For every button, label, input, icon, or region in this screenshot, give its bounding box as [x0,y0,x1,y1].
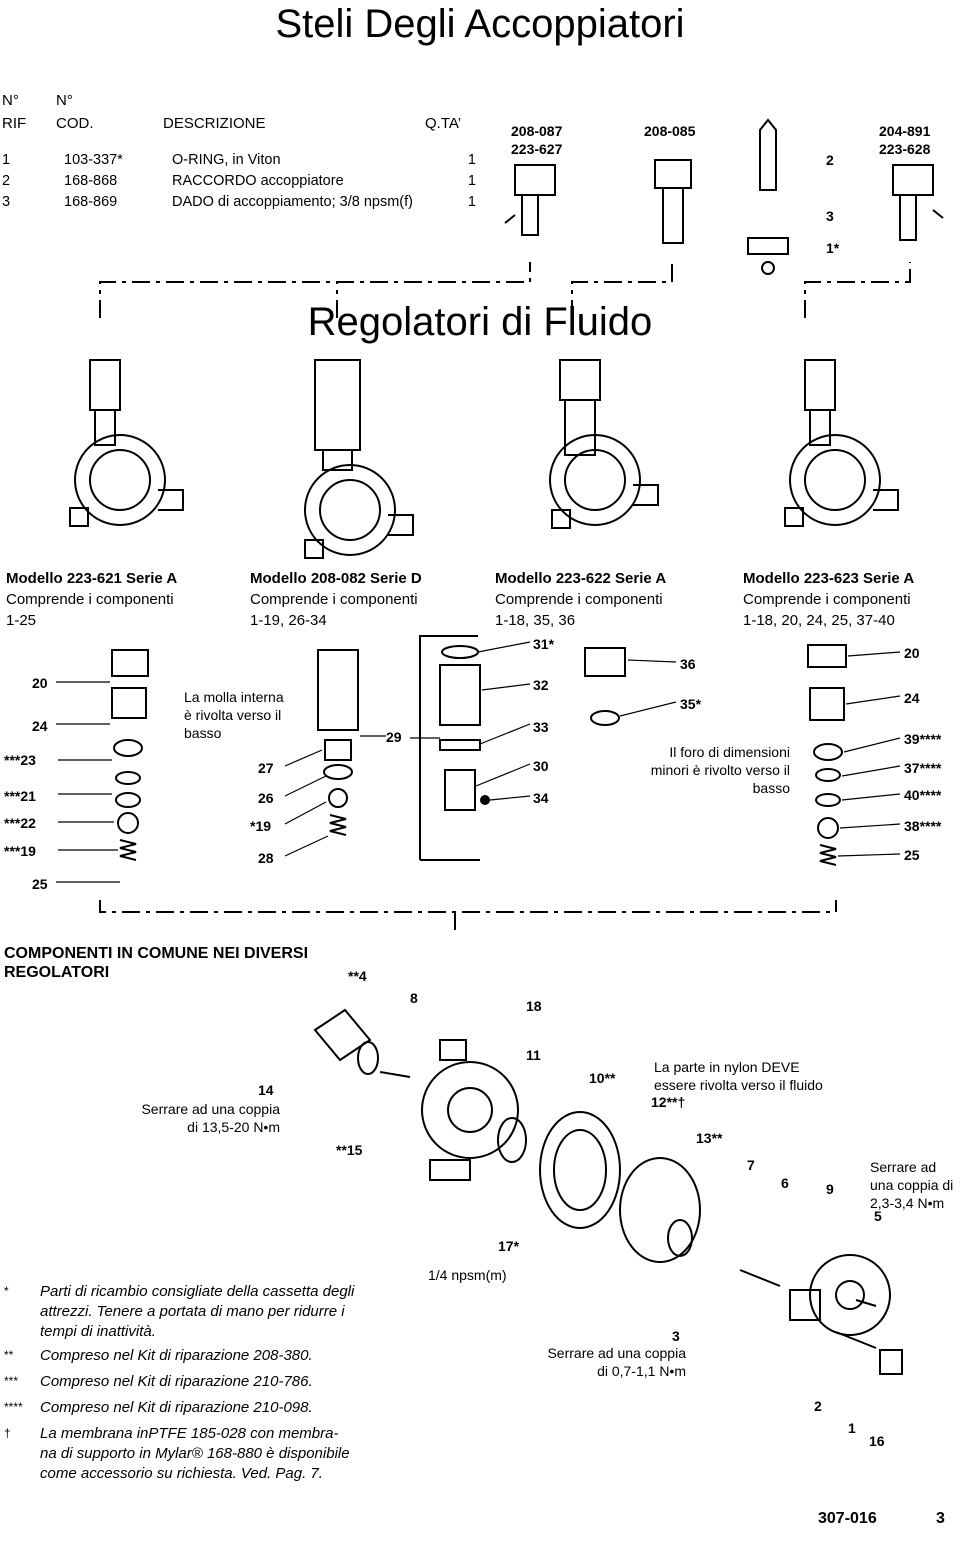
footnote: * Parti di ricambio consigliate della ca… [4,1283,355,1340]
callout-label: 34 [533,790,549,806]
callout-label: 25 [904,847,920,863]
callout-label: **4 [348,968,367,984]
callout-label: 7 [747,1157,755,1173]
callout-label: 3 [672,1328,680,1344]
callout-label: 13** [696,1130,723,1146]
callout-label: 12**† [651,1094,686,1110]
callout-label: 14 [258,1082,274,1098]
callout-label: ***23 [4,752,36,768]
callout-label: 10** [589,1070,616,1086]
callout-label: 24 [904,690,920,706]
coupler-part-number: 208-085 [644,123,696,139]
callout-label: 35* [680,696,702,712]
callout-label: 3 [826,208,834,224]
callout-label: 27 [258,760,274,776]
callout-label: 24 [32,718,48,734]
callout-label: ***21 [4,788,36,804]
document-number: 307-016 [818,1510,877,1527]
callout-label: 8 [410,990,418,1006]
callout-label: 30 [533,758,549,774]
table-header-desc: DESCRIZIONE [163,115,266,132]
callout-label: 16 [869,1433,885,1449]
callout-label: 28 [258,850,274,866]
callout-label: 1* [826,240,840,256]
footnote: † La membrana inPTFE 185-028 con membra-… [4,1425,350,1482]
callout-label: 11 [526,1047,541,1063]
regulator-body-icon [69,359,899,559]
callout-label: ***19 [4,843,36,859]
callout-label: 2 [826,152,834,168]
footnotes: * Parti di ricambio consigliate della ca… [4,1282,424,1488]
page-number: 3 [936,1510,945,1527]
callout-label: 29 [386,729,402,745]
callout-label: 17* [498,1238,520,1254]
callout-label: 40**** [904,787,942,803]
callout-label: 26 [258,790,274,806]
section-title: Regolatori di Fluido [307,300,653,344]
footnote: ** Compreso nel Kit di riparazione 208-3… [4,1347,313,1364]
callout-label: 32 [533,677,549,693]
callout-label: 31* [533,636,555,652]
table-header-rif-top: N° [2,92,19,109]
table-header-rif: RIF [2,115,27,132]
callout-label: 6 [781,1175,789,1191]
callout-label: 37**** [904,760,942,776]
callout-label: 36 [680,656,696,672]
callout-label: 1 [848,1420,856,1436]
coupler-stem-icon [504,118,944,275]
footnote: *** Compreso nel Kit di riparazione 210-… [4,1373,313,1390]
callout-label: 38**** [904,818,942,834]
callout-label: **15 [336,1142,363,1158]
callout-label: 18 [526,998,542,1014]
callout-label: 2 [814,1398,822,1414]
page-title: Steli Degli Accoppiatori [275,2,685,46]
callout-label: 20 [904,645,920,661]
callout-label: 5 [874,1208,882,1224]
callout-label: ***22 [4,815,36,831]
table-header-cod: COD. [56,115,94,132]
callout-label: 20 [32,675,48,691]
callout-label: 33 [533,719,549,735]
thread-note: 1/4 npsm(m) [428,1267,507,1283]
table-header-qty: Q.TA’ [425,115,462,132]
callout-label: *19 [250,818,272,834]
table-header-cod-top: N° [56,92,73,109]
callout-label: 9 [826,1181,834,1197]
callout-label: 39**** [904,731,942,747]
footnote: **** Compreso nel Kit di riparazione 210… [4,1399,313,1416]
callout-label: 25 [32,876,48,892]
